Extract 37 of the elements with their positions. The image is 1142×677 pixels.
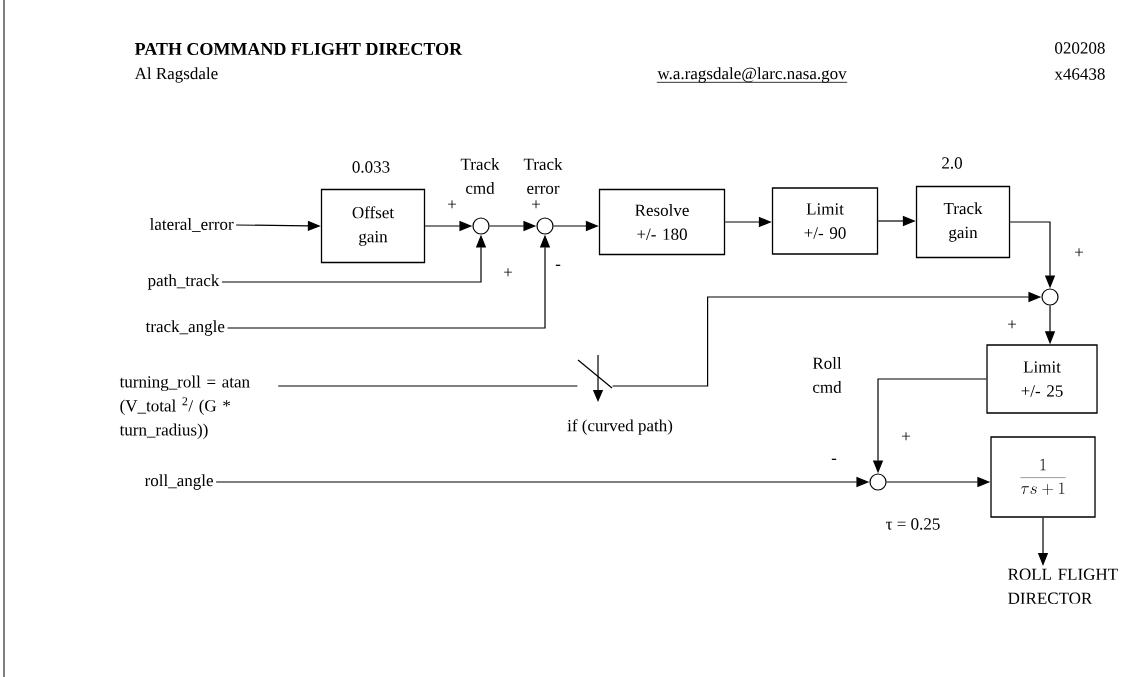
summing-junction [536, 217, 554, 235]
header-text: x46438 [1054, 68, 1105, 80]
summing-junction [1041, 288, 1059, 306]
sign-label: + [902, 432, 910, 441]
parameter-label: if (curved path) [567, 419, 673, 435]
sign-label: - [831, 458, 837, 460]
email-link: w.a.ragsdale@larc.nasa.gov [656, 67, 848, 83]
block-box: Track gain [915, 185, 1011, 259]
sign-label: + [1075, 248, 1083, 257]
signal-label: track_angle [145, 320, 225, 336]
block-box: Limit +/- 90 [771, 187, 879, 255]
sign-label: + [504, 268, 512, 277]
title: PATH COMMAND FLIGHT DIRECTOR [134, 42, 463, 56]
sign-label: + [1008, 320, 1016, 329]
parameter-label: 0.033 [352, 161, 390, 173]
header-text: 020208 [1055, 42, 1105, 54]
block-box: Offset gain [320, 188, 426, 264]
summing-junction [472, 217, 490, 235]
block-box: Resolve +/- 180 [598, 188, 726, 256]
parameter-label: 2.0 [942, 157, 962, 169]
sign-label: - [555, 264, 561, 266]
author-name: Al Ragsdale [134, 67, 218, 83]
sign-label: + [532, 200, 540, 209]
summing-junction [869, 473, 887, 491]
transfer-function-box: $\frac{1}{\tau s + 1}$ [990, 436, 1096, 518]
signal-label: roll_angle [144, 474, 213, 490]
sign-label: τ = 0.25 [886, 518, 940, 530]
signal-label: turning_roll = atan (V_total $^{2}$/ (G * turn_radius)) [119, 375, 250, 439]
signal-label: lateral_error [149, 218, 234, 232]
sign-label: + [448, 200, 456, 209]
signal-label: Track cmd [460, 158, 500, 194]
signal-label: path_track [147, 274, 220, 290]
switch-symbol [577, 354, 613, 402]
signal-label: Track error [523, 158, 563, 194]
output-label: ROLL FLIGHT DIRECTOR [1008, 568, 1118, 605]
signal-label: Roll cmd [812, 357, 842, 393]
block-box: Limit +/- 25 [986, 344, 1098, 414]
